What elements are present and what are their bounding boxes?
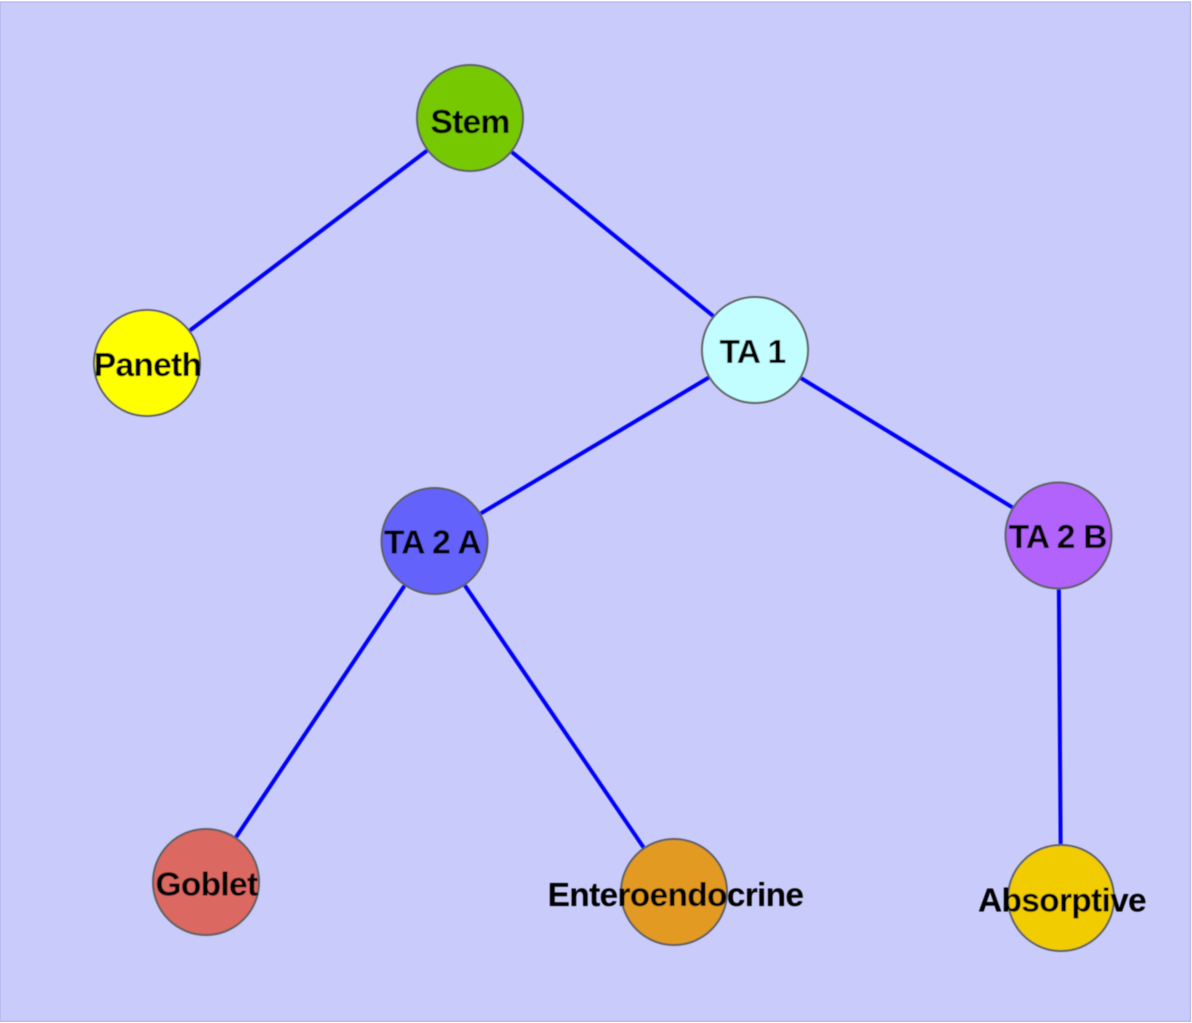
svg-text:TA 2 B: TA 2 B (1009, 519, 1107, 556)
svg-text:Absorptive: Absorptive (978, 883, 1146, 920)
svg-text:Enteroendocrine: Enteroendocrine (548, 877, 804, 914)
svg-text:TA 1: TA 1 (719, 334, 785, 371)
svg-text:Goblet: Goblet (156, 867, 258, 904)
svg-text:TA 2 A: TA 2 A (384, 525, 481, 562)
svg-text:Stem: Stem (430, 104, 509, 141)
svg-text:Paneth: Paneth (94, 347, 202, 384)
